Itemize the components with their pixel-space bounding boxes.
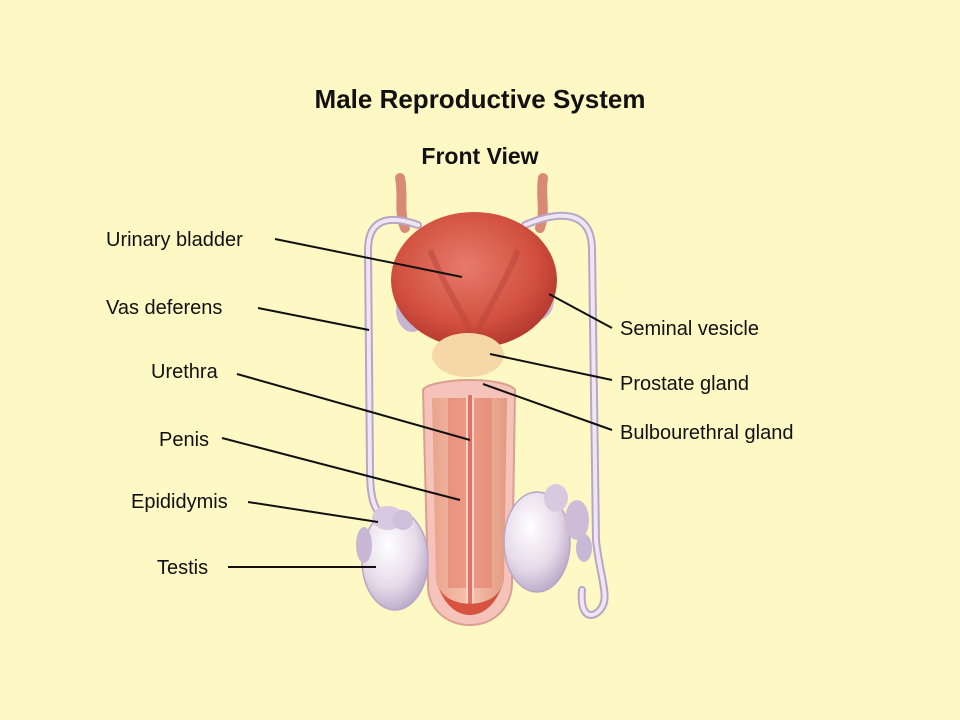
leader-urethra bbox=[236, 373, 471, 441]
label-testis: Testis bbox=[157, 557, 209, 579]
leader-lines bbox=[221, 238, 613, 568]
leader-epididymis bbox=[247, 501, 379, 523]
leader-seminal-vesicle bbox=[548, 293, 613, 329]
label-penis: Penis bbox=[159, 429, 210, 451]
diagram-title: Male Reproductive System bbox=[314, 84, 646, 114]
leader-vas-deferens bbox=[257, 307, 370, 331]
label-vas-deferens: Vas deferens bbox=[106, 297, 223, 319]
leader-prostate-gland bbox=[489, 353, 613, 381]
testis-right bbox=[503, 491, 571, 593]
label-bulbourethral-gland: Bulbourethral gland bbox=[620, 422, 794, 444]
prostate-gland bbox=[432, 333, 504, 377]
epididymis-right bbox=[544, 484, 592, 562]
epididymis-left bbox=[356, 506, 413, 563]
label-urinary-bladder: Urinary bladder bbox=[106, 229, 243, 251]
penis bbox=[421, 378, 517, 627]
label-epididymis: Epididymis bbox=[131, 491, 228, 513]
urinary-bladder bbox=[391, 212, 557, 348]
label-seminal-vesicle: Seminal vesicle bbox=[620, 318, 759, 340]
leader-bulbourethral-gland bbox=[482, 383, 613, 431]
leader-penis bbox=[221, 437, 461, 501]
label-urethra: Urethra bbox=[151, 361, 218, 383]
leader-urinary-bladder bbox=[274, 238, 463, 278]
label-prostate-gland: Prostate gland bbox=[620, 373, 749, 395]
diagram-subtitle: Front View bbox=[421, 143, 539, 169]
